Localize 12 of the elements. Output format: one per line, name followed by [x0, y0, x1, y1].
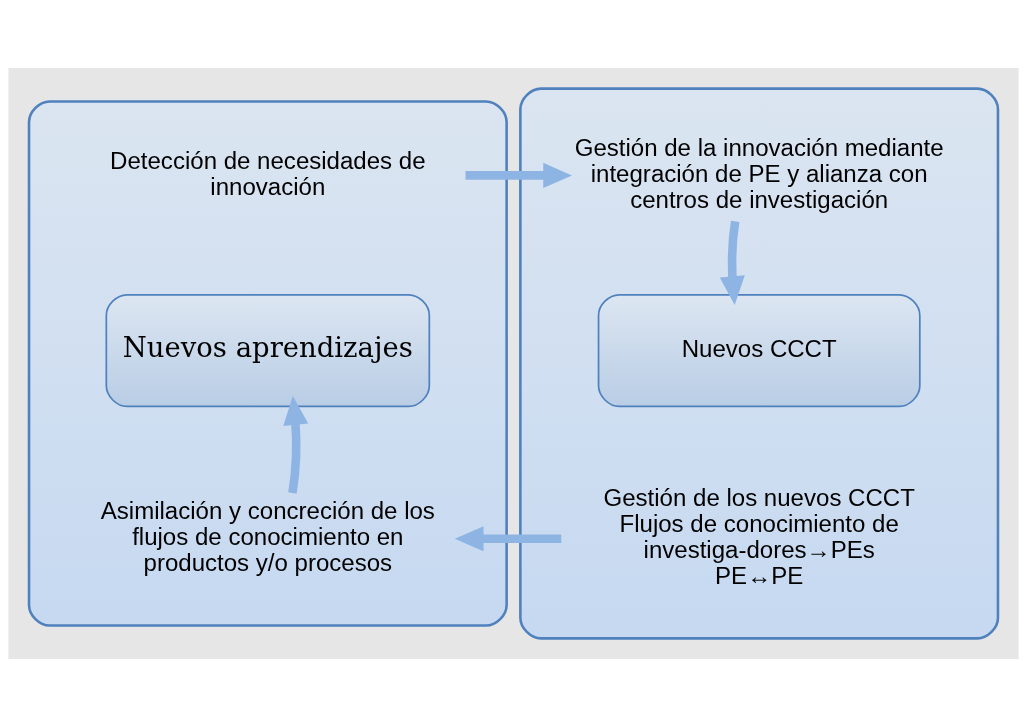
node-text: Gestión de los nuevos CCCT Flujos de conocimiento de investiga-dores→PEs PE↔PE: [603, 484, 915, 589]
arrow: [454, 526, 562, 552]
arrow: [283, 396, 309, 494]
cluster: [27, 100, 508, 627]
cluster: [519, 87, 1000, 640]
node-box: Nuevos CCCT: [597, 293, 921, 408]
arrow: [465, 162, 572, 188]
node-text: Gestión de la innovación mediante integración de PE y alianza con centros de investigación: [574, 133, 944, 213]
node-text: Detección de necesidades de innovación: [110, 146, 426, 200]
arrow: [719, 220, 745, 306]
node-text: Asimilación y concreción de los flujos de conocimiento en productos y/o procesos: [100, 497, 435, 576]
node-box: Nuevos aprendizajes: [105, 293, 431, 408]
